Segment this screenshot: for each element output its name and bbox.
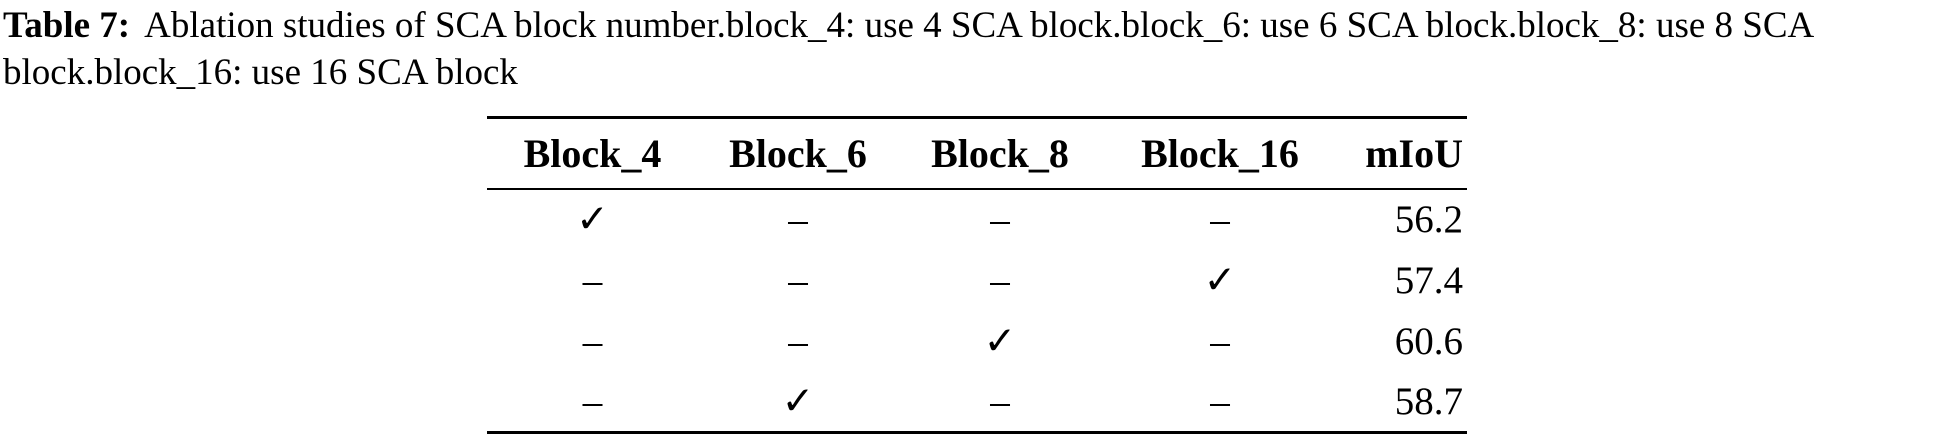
dash-cell: – [582, 258, 603, 302]
checkmark-icon: ✓ [781, 379, 815, 423]
column-header-block-16: Block_16 [1102, 117, 1338, 190]
checkmark-icon: ✓ [983, 319, 1017, 363]
table-caption-text: Ablation studies of SCA block number.blo… [3, 5, 1813, 93]
dash-cell: – [990, 198, 1010, 241]
column-header-block-8: Block_8 [898, 117, 1102, 190]
dash-cell: – [1210, 379, 1230, 423]
checkmark-icon: ✓ [576, 198, 609, 241]
dash-cell: – [990, 258, 1010, 302]
column-header-block-4: Block_4 [487, 117, 698, 190]
dash-cell: – [990, 379, 1010, 423]
dash-cell: – [582, 379, 603, 423]
miou-value: 56.2 [1394, 198, 1463, 241]
dash-cell: – [788, 258, 808, 302]
dash-cell: – [1210, 198, 1230, 241]
table-row: ✓ – – – 56.2 [487, 189, 1467, 250]
dash-cell: – [788, 198, 808, 241]
table-caption: Table 7:Ablation studies of SCA block nu… [3, 2, 1953, 96]
dash-cell: – [788, 319, 808, 363]
dash-cell: – [582, 319, 603, 363]
miou-value: 58.7 [1394, 379, 1463, 423]
table-row: – – – ✓ 57.4 [487, 250, 1467, 311]
checkmark-icon: ✓ [1203, 258, 1237, 302]
miou-value: 57.4 [1394, 258, 1463, 302]
column-header-miou: mIoU [1338, 117, 1467, 190]
dash-cell: – [1210, 319, 1230, 363]
ablation-table: Block_4 Block_6 Block_8 Block_16 mIoU ✓ … [487, 116, 1467, 434]
column-header-block-6: Block_6 [698, 117, 898, 190]
table-row: – – ✓ – 60.6 [487, 311, 1467, 372]
table-header-row: Block_4 Block_6 Block_8 Block_16 mIoU [487, 117, 1467, 190]
table-row: – ✓ – – 58.7 [487, 372, 1467, 433]
table-caption-label: Table 7: [3, 5, 131, 46]
miou-value: 60.6 [1394, 319, 1463, 363]
